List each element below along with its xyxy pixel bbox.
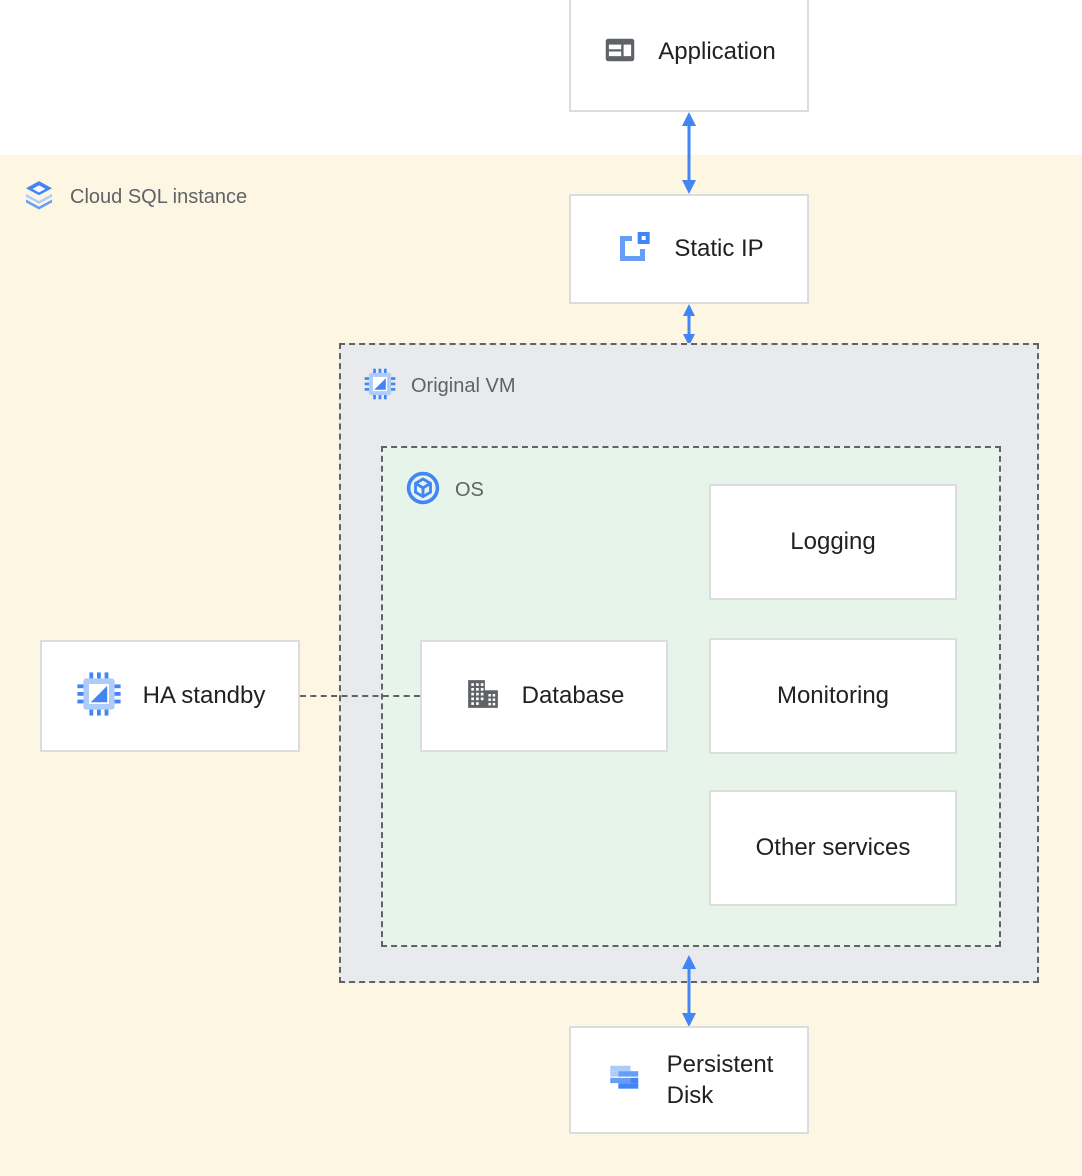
- node-static-ip[interactable]: Static IP: [569, 194, 809, 304]
- node-label: HA standby: [142, 682, 266, 710]
- node-ha-standby[interactable]: HA standby: [40, 640, 300, 752]
- node-label: Application: [658, 38, 776, 66]
- cloud-sql-layers-icon: [22, 178, 56, 217]
- node-persistent-disk[interactable]: Persistent Disk: [569, 1026, 809, 1134]
- node-label: Monitoring: [776, 682, 890, 710]
- node-monitoring[interactable]: Monitoring: [709, 638, 957, 754]
- cpu-chip-icon: [75, 670, 123, 723]
- database-building-icon: [464, 675, 502, 718]
- node-application[interactable]: Application: [569, 0, 809, 112]
- node-label: Logging: [790, 528, 876, 556]
- region-label-os: OS: [405, 470, 484, 511]
- node-database[interactable]: Database: [420, 640, 668, 752]
- node-label: Other services: [755, 834, 911, 862]
- connector-ha-standby-to-database: [300, 695, 420, 697]
- node-other-services[interactable]: Other services: [709, 790, 957, 906]
- node-label: Static IP: [674, 235, 764, 263]
- region-label-text: Original VM: [411, 375, 516, 397]
- connector-static-ip-to-original-vm: [683, 304, 695, 346]
- node-label-line-1: Persistent: [666, 1050, 774, 1078]
- region-label-original-vm: Original VM: [363, 367, 515, 406]
- operating-system-icon: [405, 470, 441, 511]
- cpu-chip-icon: [363, 367, 397, 406]
- connector-application-to-static-ip: [682, 112, 696, 194]
- node-label: Database: [521, 682, 625, 710]
- persistent-disk-icon: [605, 1057, 647, 1104]
- region-label-cloud-sql-instance: Cloud SQL instance: [22, 178, 247, 217]
- static-ip-icon: [614, 227, 654, 272]
- node-label-line-2: Disk: [666, 1082, 714, 1109]
- node-logging[interactable]: Logging: [709, 484, 957, 600]
- region-label-text: Cloud SQL instance: [70, 186, 248, 208]
- region-label-text: OS: [455, 479, 484, 501]
- node-label: Persistent Disk: [667, 1049, 774, 1111]
- connector-original-vm-to-persistent-disk: [682, 955, 696, 1027]
- application-layout-icon: [602, 32, 638, 73]
